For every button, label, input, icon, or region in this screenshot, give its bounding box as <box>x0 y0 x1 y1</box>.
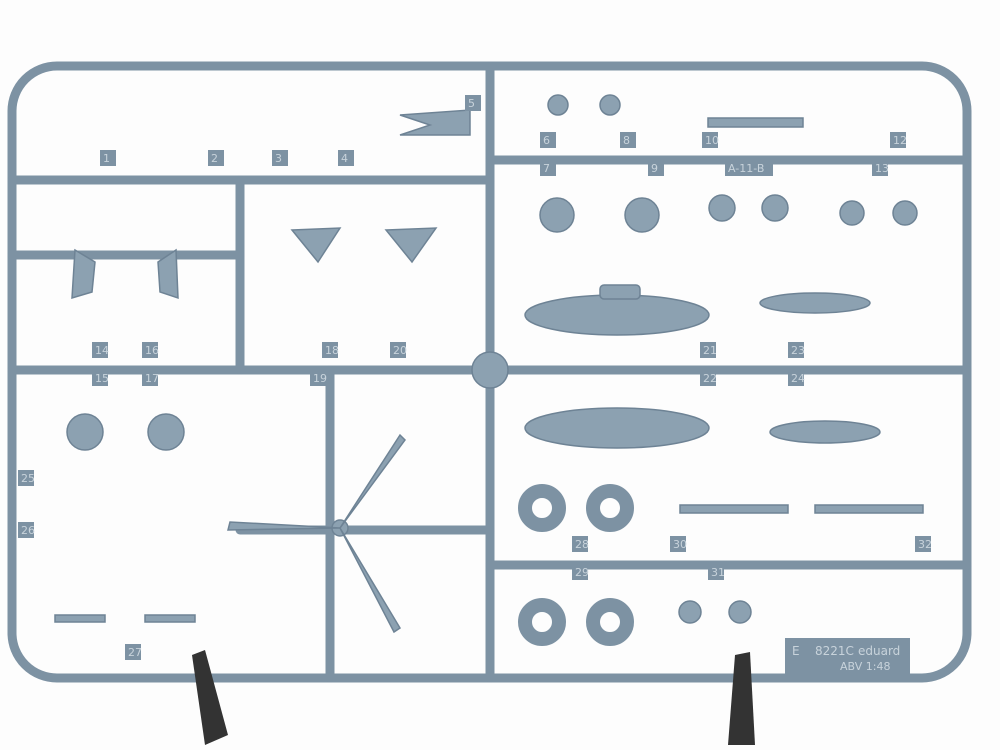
part-number-tag: 21 <box>700 342 717 358</box>
part-number: 13 <box>875 162 889 175</box>
part-number: 5 <box>468 97 475 110</box>
part-number-tag: 3 <box>272 150 288 166</box>
part-number: 9 <box>651 162 658 175</box>
parts <box>54 94 924 646</box>
part-number-tag: 12 <box>890 132 907 148</box>
brand-name: eduard <box>858 644 900 658</box>
part-number: 32 <box>918 538 932 551</box>
sprue-code: 8221C <box>815 644 854 658</box>
part-number-tag: 4 <box>338 150 354 166</box>
sprue-hub <box>471 351 509 389</box>
part-number: 28 <box>575 538 589 551</box>
part-number-tag: 13 <box>872 160 889 176</box>
part-number: 12 <box>893 134 907 147</box>
part-number: 31 <box>711 566 725 579</box>
part-number: 29 <box>575 566 589 579</box>
part-number: 25 <box>21 472 35 485</box>
part-number-tag: 9 <box>648 160 664 176</box>
part-number-tag: 23 <box>788 342 805 358</box>
part-number-tag: 8 <box>620 132 636 148</box>
part-number-tag: 24 <box>788 370 805 386</box>
part-number-tag: 27 <box>125 644 142 660</box>
part-number-tag: 22 <box>700 370 717 386</box>
part-number-tag: 10 <box>702 132 719 148</box>
part-number: 7 <box>543 162 550 175</box>
part-number: 19 <box>313 372 327 385</box>
part-number-tag: 18 <box>322 342 339 358</box>
part-number-tag: 14 <box>92 342 109 358</box>
part-number-tag: 26 <box>18 522 35 538</box>
part-number: 24 <box>791 372 805 385</box>
part-number: 18 <box>325 344 339 357</box>
stand-clip-right <box>728 652 755 745</box>
part-number: 17 <box>145 372 159 385</box>
part-number-tag: 32 <box>915 536 932 552</box>
part-number-tag: 28 <box>572 536 589 552</box>
part-number: 15 <box>95 372 109 385</box>
part-number: 22 <box>703 372 717 385</box>
part-number: 14 <box>95 344 109 357</box>
part-number: 21 <box>703 344 717 357</box>
stand-clips <box>192 650 755 745</box>
part-number-tag: 5 <box>465 95 481 111</box>
part-number-tag: 7 <box>540 160 556 176</box>
part-number-tag: A-11-B <box>725 160 773 176</box>
part-number-tag: 19 <box>310 370 327 386</box>
propeller <box>227 433 406 634</box>
part-number: 3 <box>275 152 282 165</box>
part-number: 10 <box>705 134 719 147</box>
part-number: 26 <box>21 524 35 537</box>
part-number-tag: 25 <box>18 470 35 486</box>
part-number: 8 <box>623 134 630 147</box>
stand-clip-left <box>192 650 228 745</box>
sprue-label-plate: E 8221C eduard ABV 1:48 <box>785 638 910 674</box>
part-number-tag: 17 <box>142 370 159 386</box>
part-number-tag: 31 <box>708 564 725 580</box>
scale-text: ABV 1:48 <box>840 660 890 673</box>
part-number: 4 <box>341 152 348 165</box>
sprue-letter: E <box>792 644 800 658</box>
part-number: 2 <box>211 152 218 165</box>
part-number-tag: 6 <box>540 132 556 148</box>
part-number-tag: 15 <box>92 370 109 386</box>
part-number: 20 <box>393 344 407 357</box>
part-number-tag: 30 <box>670 536 687 552</box>
part-number: 27 <box>128 646 142 659</box>
part-number: A-11-B <box>728 162 764 175</box>
part-number-tag: 1 <box>100 150 116 166</box>
part-number: 1 <box>103 152 110 165</box>
part-number: 23 <box>791 344 805 357</box>
part-number-tag: 29 <box>572 564 589 580</box>
part-number: 6 <box>543 134 550 147</box>
part-number: 30 <box>673 538 687 551</box>
part-number-tag: 20 <box>390 342 407 358</box>
part-number-tag: 2 <box>208 150 224 166</box>
part-number-tag: 16 <box>142 342 159 358</box>
part-number: 16 <box>145 344 159 357</box>
